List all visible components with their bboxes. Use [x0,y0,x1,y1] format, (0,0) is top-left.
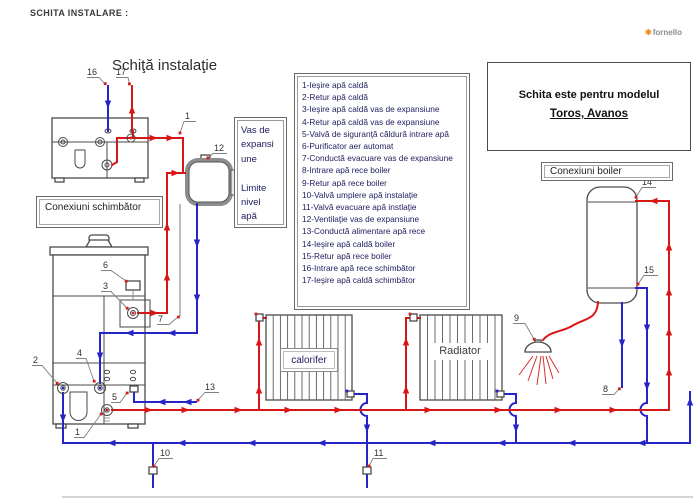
marker-label-2: 2 [33,355,38,365]
fornello-logo: ✱ fornello [645,28,682,37]
flame-icon: ✱ [645,27,652,37]
legend-item: 15-Retur apă rece boiler [302,250,392,261]
vas-note-line: Vas de [241,125,270,136]
vas-note-line: une [241,153,257,165]
dhw-boiler-cylinder [586,186,638,304]
legend-item: 2-Retur apă caldă [302,92,368,103]
marker-label-14: 14 [642,177,652,187]
radiator-label: Radiator [432,343,488,360]
marker-label-15: 15 [644,265,654,275]
calorifer-label-box: calorifer [280,348,338,372]
shower-supply-pipe [541,300,600,342]
legend-item: 3-Ieşire apă caldă vas de expansiune [302,104,440,115]
marker-label-8: 8 [603,384,608,394]
marker-label-11: 11 [374,448,383,458]
legend-item: 4-Retur apă caldă vas de expansiune [302,116,440,127]
drain-valve-11 [362,466,372,475]
marker-labels: 16 17 1 12 6 3 7 2 4 5 13 1 10 11 9 8 14… [33,67,654,458]
legend-item: 13-Conductă alimentare apă rece [302,226,426,237]
marker-label-4: 4 [77,348,82,358]
model-note-line1: Schita este pentru modelul [518,89,660,101]
conexiuni-schimbator-label: Conexiuni schimbător [39,199,160,225]
conexiuni-boiler-label: Conexiuni boiler [544,165,670,178]
diagram-title: Schiţă instalaţie [112,57,218,74]
marker-label-6: 6 [103,260,108,270]
marker-label-1-top: 1 [185,111,190,121]
vas-note-line: nivel [241,197,261,209]
marker-label-5: 5 [112,392,117,402]
marker-label-17: 17 [116,67,126,77]
evacuation-pipe [132,204,181,316]
air-purificator [125,280,141,291]
marker-label-16: 16 [87,67,97,77]
marker-label-7: 7 [158,314,163,324]
vas-note-line: apă [241,211,257,223]
marker-label-10: 10 [160,448,170,458]
expansion-vessel-note-lines: Vas de expansi une Limite nivel apă [237,120,284,225]
drain-tap [104,417,110,422]
vas-note-line: Limite [241,182,267,194]
leader-lines [32,77,658,468]
stove-door [69,391,88,421]
conexiuni-schimbator-box: Conexiuni schimbător [36,196,163,228]
safety-valve-port [129,385,139,393]
legend-item: 1-Ieşire apă caldă [302,80,368,90]
vas-note-line: expansi [241,139,274,151]
shower-spray [518,355,560,386]
marker-label-13: 13 [205,382,215,392]
vas-note-line [241,167,280,181]
expansion-vessel [185,154,238,206]
heat-exchanger-unit [51,117,149,183]
page-title: SCHITA INSTALARE : [30,8,129,18]
legend-item: 8-Intrare apă rece boiler [302,165,391,176]
stove-connections [57,133,139,422]
legend-item: 5-Valvă de siguranţă căldură intrare apă [302,128,449,139]
drain-valve-10 [148,466,158,475]
exchanger-handle [74,149,86,169]
expansion-vessel-note-box: Vas de expansi une Limite nivel apă [234,117,287,228]
legend-item: 14-Ieşire apă caldă boiler [302,238,396,249]
radiator-valves [254,312,505,398]
legend-item: 10-Valvă umplere apă instalaţie [302,189,418,200]
model-note-line2: Toros, Avanos [549,108,629,120]
legend-item: 6-Purificator aer automat [302,141,394,152]
marker-label-3: 3 [103,281,108,291]
legend-item: 17-Ieşire apă caldă schimbător [302,275,416,286]
conexiuni-boiler-box: Conexiuni boiler [541,162,673,181]
legend-item: 11-Valvă evacuare apă instlaţie [302,202,417,213]
legend-item: 9-Retur apă rece boiler [302,177,387,188]
legend-item: 12-Ventilaţie vas de expansiune [302,214,420,225]
model-note-box: Schita este pentru modelul Toros, Avanos [487,62,691,151]
legend-item: 16-Intrare apă rece schimbător [302,263,416,274]
chimney [84,239,114,248]
marker-label-9: 9 [514,313,519,323]
marker-label-1-bottom: 1 [75,427,80,437]
calorifer-label: calorifer [283,351,335,369]
logo-text: fornello [652,28,683,37]
marker-label-12: 12 [214,143,224,153]
shower-head [518,339,560,386]
legend-item: 7-Conductă evacuare vas de expansiune [302,153,453,164]
